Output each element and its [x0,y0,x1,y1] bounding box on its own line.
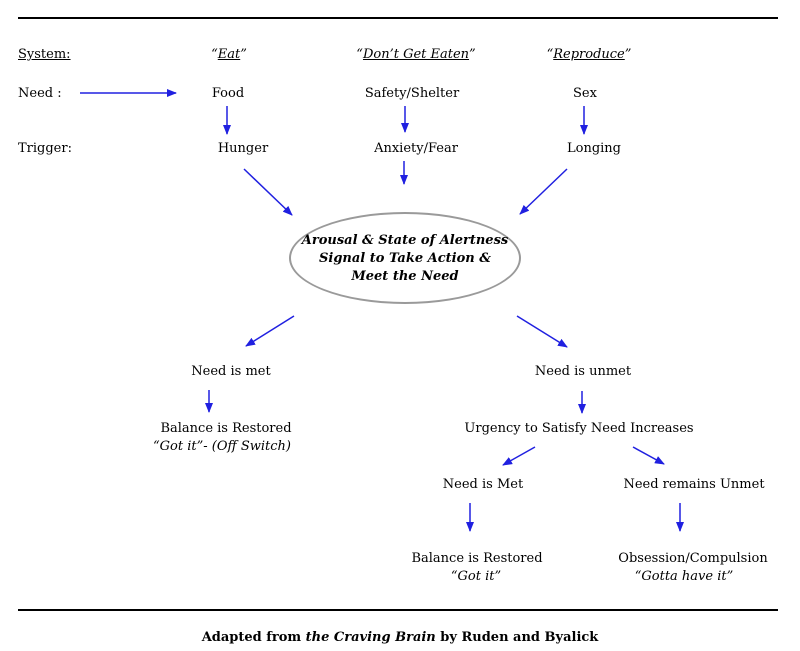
urgency-increases: Urgency to Satisfy Need Increases [464,421,694,436]
obsession-compulsion: Obsession/Compulsion [618,551,768,566]
system-reproduce: “Reproduce” [546,47,632,62]
arousal-ellipse [289,212,521,304]
need-is-met-right: Need is Met [442,477,524,492]
need-sex: Sex [573,86,597,101]
arrow-longing-to-arousal [519,168,568,215]
arrow-hunger-to-arousal [243,168,293,216]
gotta-have-it: “Gotta have it” [634,569,734,584]
need-remains-unmet: Need remains Unmet [623,477,765,492]
need-row-label: Need : [18,86,62,101]
trigger-hunger: Hunger [217,141,269,156]
need-is-met-left: Need is met [191,364,271,379]
arrow-urgency-to-unmet [632,446,665,465]
arrow-urgency-to-met [502,446,536,466]
system-row-label: System: [18,47,71,62]
trigger-row-label: Trigger: [18,141,72,156]
trigger-anxiety-fear: Anxiety/Fear [374,141,458,156]
arousal-text: Arousal & State of Alertness Signal to T… [301,233,509,284]
need-safety-shelter: Safety/Shelter [364,86,460,101]
need-is-unmet: Need is unmet [534,364,632,379]
got-it-right: “Got it” [450,569,502,584]
balance-restored-right: Balance is Restored [411,551,543,566]
top-rule [18,17,778,19]
need-food: Food [211,86,245,101]
got-it-off-switch: “Got it”- (Off Switch) [153,439,291,454]
system-dont-get-eaten: “Don’t Get Eaten” [356,47,476,62]
source-footer: Adapted from the Craving Brain by Ruden … [201,630,599,645]
trigger-longing: Longing [566,141,622,156]
arrow-arousal-to-unmet [516,315,568,348]
bottom-rule [18,609,778,611]
system-eat: “Eat” [211,47,247,62]
arrow-arousal-to-met [245,315,295,347]
balance-restored-left: Balance is Restored [160,421,292,436]
